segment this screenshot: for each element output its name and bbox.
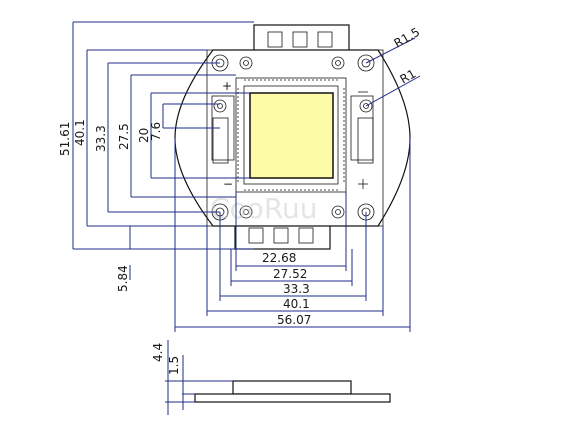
dim-1-5: 1.5 (167, 356, 181, 375)
radius-outer-label: R1.5 (392, 25, 423, 51)
radius-inner-label: R1 (398, 66, 419, 86)
dim-27-52: 27.52 (273, 267, 307, 281)
dim-33-3-h: 33.3 (283, 282, 310, 296)
dim-40-1-v: 40.1 (73, 119, 87, 146)
left-pad (212, 117, 229, 164)
plus-sign: + (222, 79, 232, 93)
minus-sign: − (223, 177, 233, 191)
die-frame (235, 77, 347, 193)
inner-holes (213, 56, 373, 219)
side-profile: 4.4 1.5 (151, 340, 391, 415)
dim-27-5: 27.5 (117, 123, 131, 150)
dim-56-07: 56.07 (277, 313, 311, 327)
dim-51-61: 51.61 (58, 122, 72, 156)
led-die (249, 92, 334, 179)
body-frame (206, 49, 384, 227)
vertical-dimensions (72, 21, 254, 280)
dim-40-1-h: 40.1 (283, 297, 310, 311)
dim-7-6: 7.6 (149, 122, 163, 141)
dim-20: 20 (137, 128, 151, 143)
dim-4-4: 4.4 (151, 343, 165, 362)
top-tab (253, 24, 350, 53)
dim-22-68: 22.68 (262, 251, 296, 265)
horizontal-dimensions (174, 138, 411, 332)
dim-5-84: 5.84 (116, 265, 130, 292)
dim-33-3-v: 33.3 (94, 125, 108, 152)
